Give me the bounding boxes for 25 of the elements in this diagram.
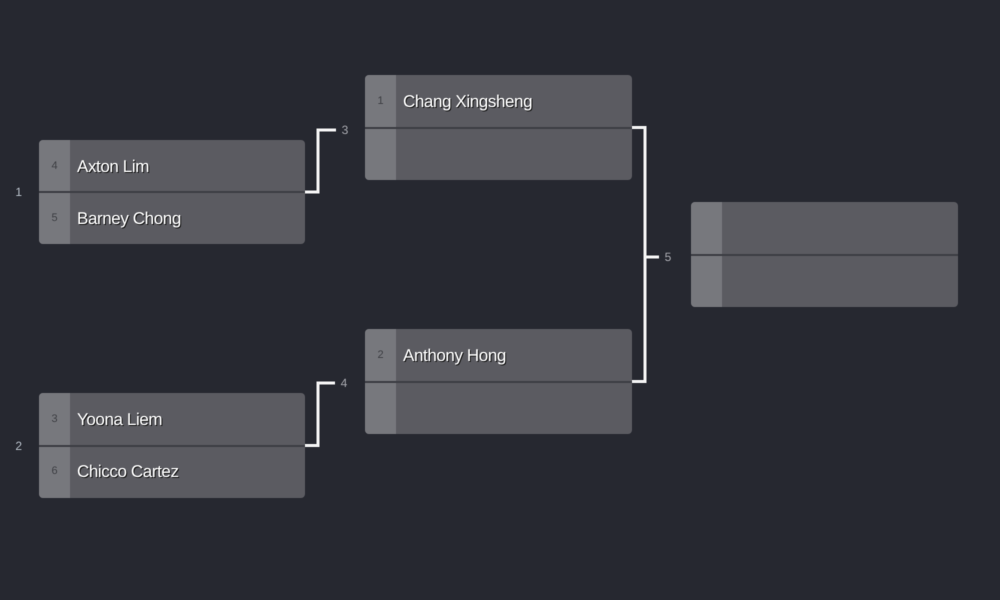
match-number: 1	[15, 186, 22, 198]
player-name: Yoona Liem	[77, 410, 162, 428]
match-card	[365, 75, 632, 180]
seed-number: 5	[51, 212, 58, 224]
player-name: Axton Lim	[77, 158, 149, 174]
match-card	[39, 140, 305, 244]
match-card	[365, 329, 632, 434]
bracket-connector	[305, 128, 336, 194]
match-number: 4	[335, 374, 353, 392]
player-name: Anthony Hong	[403, 346, 506, 364]
bracket-connector	[632, 256, 659, 383]
match-number: 5	[659, 248, 677, 266]
seed-number: 6	[51, 466, 58, 478]
seed-number: 2	[377, 350, 384, 361]
match-card	[39, 393, 305, 498]
match-number: 3	[336, 121, 354, 139]
seed-number: 4	[51, 160, 58, 172]
player-name: Chicco Cartez	[77, 463, 179, 480]
seed-number: 1	[377, 96, 384, 107]
match-card	[691, 202, 958, 307]
seed-number: 3	[51, 414, 58, 425]
bracket-connector	[305, 382, 335, 447]
player-name: Chang Xingsheng	[403, 92, 532, 110]
match-number: 2	[15, 440, 22, 452]
player-name: Barney Chong	[77, 210, 181, 226]
